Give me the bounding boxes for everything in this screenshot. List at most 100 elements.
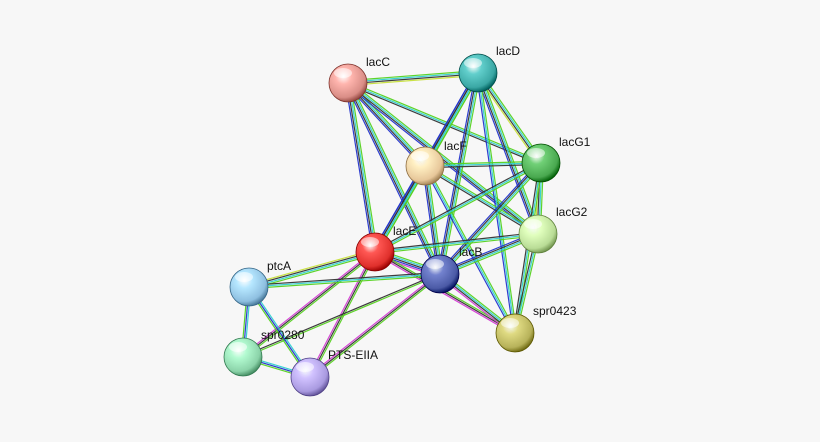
edge-strand [308,250,375,377]
edge-strand [346,83,375,253]
edge-strand [437,72,477,274]
edge-strand [441,73,481,275]
edge-strand [478,72,518,333]
node-highlight [464,58,482,68]
edge-strand [425,164,540,234]
edge-strand [374,162,542,253]
edge-lacE-spr0280 [241,250,377,359]
edge-strand [374,233,539,253]
node-lacD[interactable]: lacD [458,44,520,93]
edge-strand [478,72,540,234]
edge-strand [424,160,541,166]
node-highlight [527,148,545,158]
node-spr0423[interactable]: spr0423 [495,304,577,353]
node-highlight [501,318,519,328]
edge-lacC-lacE [345,82,378,253]
edge-strand [373,161,541,252]
edge-strand [348,81,539,234]
edge-strand [345,83,374,253]
node-label: lacC [366,55,390,69]
edge-strand [348,80,542,163]
node-lacC[interactable]: lacC [328,55,390,103]
edge-strand [425,163,542,169]
edge-lacD-lacB [437,72,481,275]
edge-strand [349,81,443,274]
edge-strand [243,252,377,359]
nodes-layer: lacC lacD lacF lacG1 lacG2 lacE lacB ptcA spr042… [223,44,591,397]
edge-strand [242,251,376,358]
edge-lacB-ptcA [248,271,441,290]
node-highlight [296,362,314,372]
edge-strand [477,72,516,334]
edge-strand [423,166,538,236]
edge-lacG2-lacE [374,231,539,255]
node-label: PTS-EIIA [328,348,378,362]
edge-lacC-lacD [347,70,479,86]
edge-strand [310,274,442,379]
node-highlight [524,219,542,229]
node-highlight [229,342,247,352]
edge-strand [249,274,441,290]
node-label: spr0280 [261,328,305,342]
edge-strand [373,252,515,335]
edge-strand [347,71,478,83]
edge-strand [374,231,538,252]
edge-strand [425,164,517,333]
edge-strand [479,71,541,234]
node-label: ptcA [267,259,291,273]
node-label: lacD [496,44,520,58]
edge-strand [242,272,440,357]
edge-strand [348,74,479,86]
edge-strand [348,82,377,252]
node-spr0280[interactable]: spr0280 [223,328,305,377]
node-PTS-EIIA[interactable]: PTS-EIIA [290,348,378,397]
edge-strand [308,272,440,377]
edge-strand [476,73,538,235]
edge-strand [241,250,375,357]
edge-strand [349,82,378,252]
node-label: lacF [444,139,467,153]
edge-strand [423,166,515,335]
node-ptcA[interactable]: ptcA [229,259,291,307]
edge-strand [348,82,442,274]
edge-strand [248,271,440,287]
edge-strand [438,162,541,274]
edge-strand [346,83,440,275]
node-lacG2[interactable]: lacG2 [518,205,588,254]
edge-strand [348,73,479,85]
edge-strand [438,72,478,274]
node-label: lacG1 [559,135,591,149]
node-lacB[interactable]: lacB [420,245,482,294]
edge-strand [440,73,480,275]
edge-strand [475,73,515,334]
edge-strand [440,163,543,275]
edge-lacB-spr0280 [242,272,441,359]
node-lacG1[interactable]: lacG1 [521,135,591,183]
edge-strand [347,70,478,82]
edge-lacD-lacG2 [475,71,541,236]
edge-lacD-spr0423 [475,72,518,334]
edge-strand [475,73,537,236]
node-label: lacE [393,224,416,238]
edge-strand [375,163,543,254]
edge-lacF-lacG2 [423,164,540,236]
edge-strand [437,160,540,273]
node-lacF[interactable]: lacF [405,139,467,186]
edge-strand [248,250,375,287]
edge-strand [243,274,441,359]
node-highlight [361,237,379,247]
node-highlight [235,272,253,282]
edge-strand [375,234,539,255]
edge-lacB-PTS-EIIA [308,272,442,379]
edge-lacF-spr0423 [423,164,517,335]
node-label: lacG2 [556,205,588,219]
edge-strand [309,273,441,378]
node-lacE[interactable]: lacE [355,224,416,272]
edge-strand [424,165,516,334]
node-highlight [426,259,444,269]
edge-strand [441,164,544,277]
edge-strand [248,249,375,286]
edge-lacC-lacB [345,81,443,276]
node-label: lacB [459,245,482,259]
